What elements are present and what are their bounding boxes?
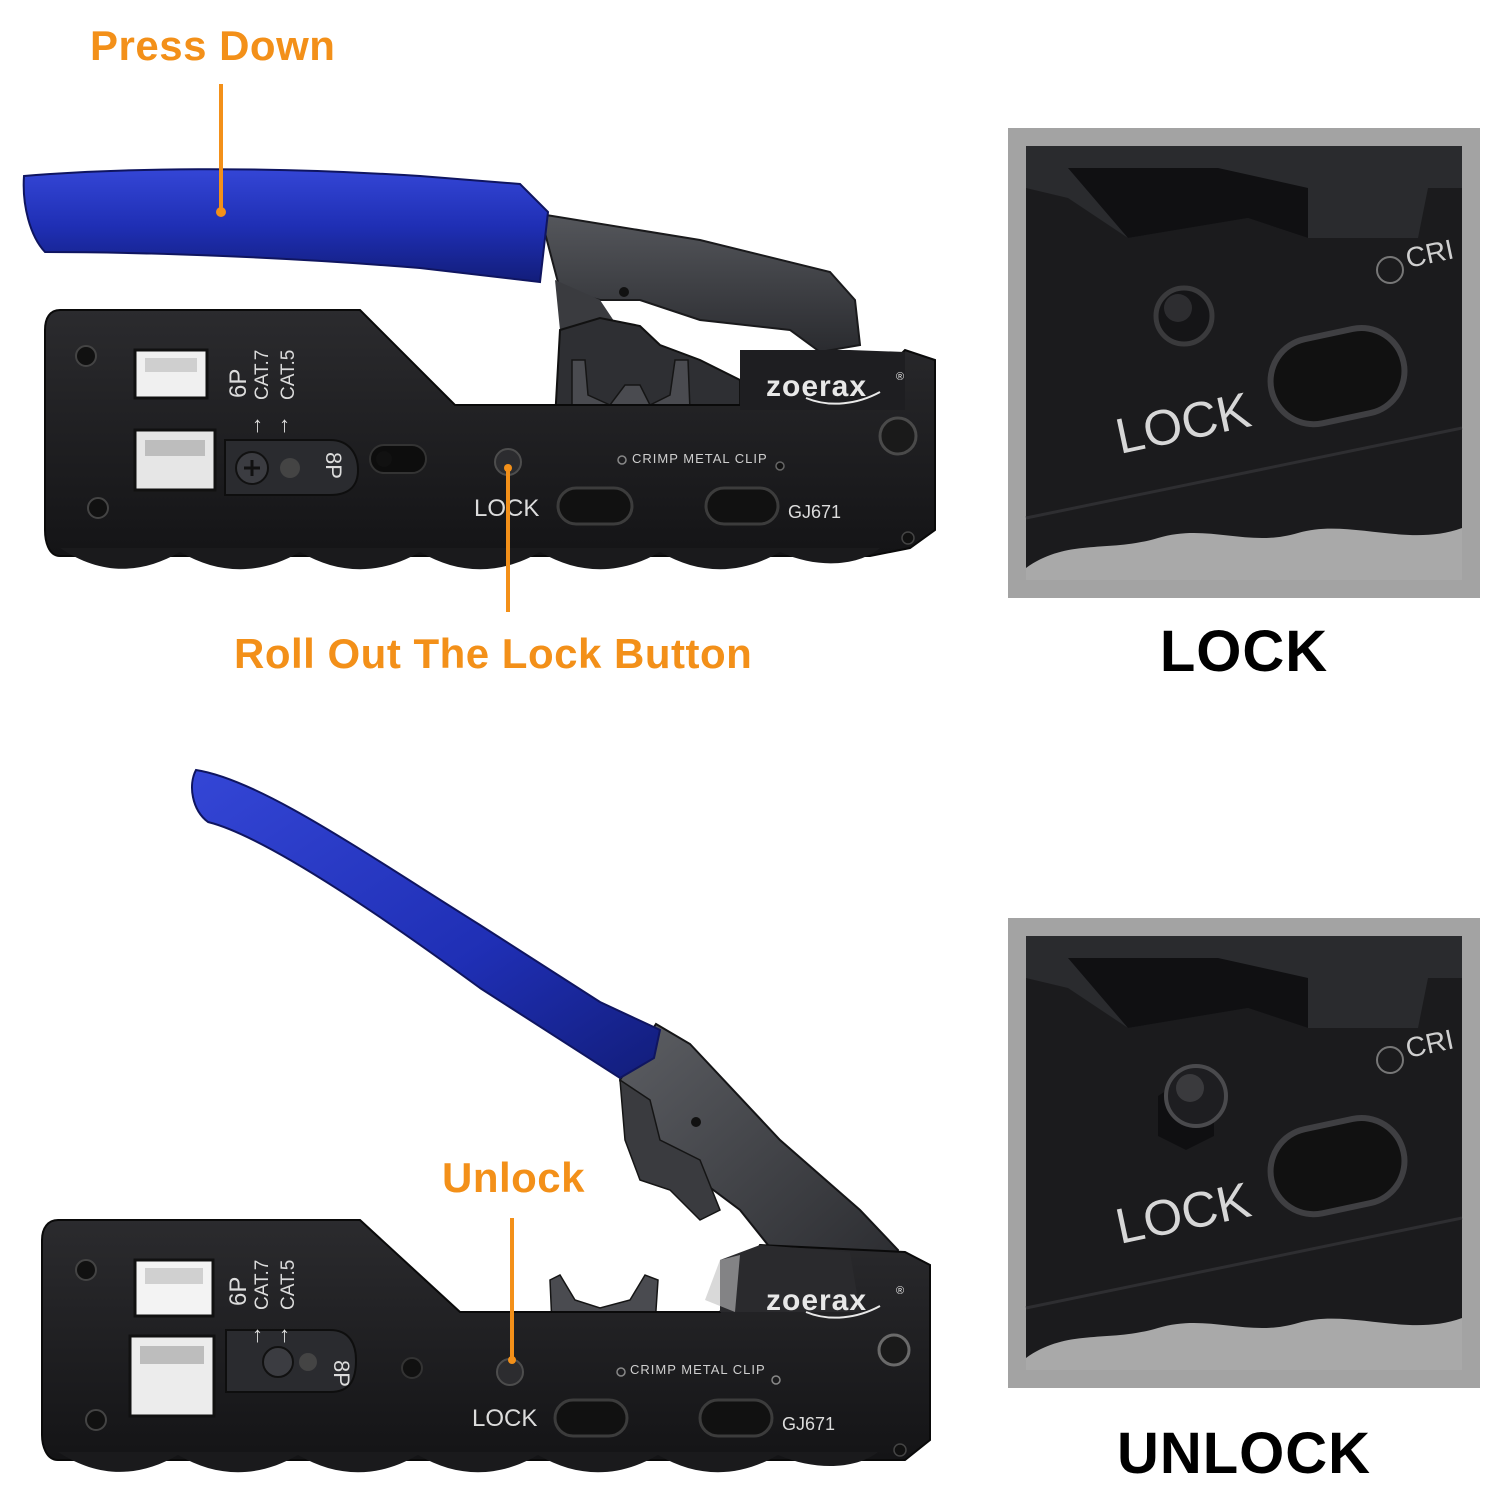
cat5-arrow: ↑ xyxy=(279,1322,290,1347)
handle-grip xyxy=(191,768,662,1080)
port-6p-label: 6P xyxy=(225,369,252,398)
port-8p-label: 8P xyxy=(321,452,346,479)
port-6p xyxy=(133,348,209,400)
cat7-label: CAT.7 xyxy=(252,350,273,400)
model-label: GJ671 xyxy=(788,502,841,522)
cat7-label: CAT.7 xyxy=(252,1260,273,1310)
tool-body xyxy=(41,1219,931,1461)
unlock-state-label: UNLOCK xyxy=(1116,1421,1372,1486)
cat5-label: CAT.5 xyxy=(278,1260,299,1310)
clip-label: CRIMP METAL CLIP xyxy=(630,1362,766,1377)
port-6p-label: 6P xyxy=(225,1277,252,1306)
lock-label: LOCK xyxy=(472,1405,537,1432)
cat7-arrow: ↑ xyxy=(252,1322,263,1347)
closeup-locked: LOCK CRI xyxy=(1008,128,1480,598)
brand-logo: zoerax xyxy=(766,1284,867,1317)
lock-state-label: LOCK xyxy=(1159,619,1329,684)
clip-label: CRIMP METAL CLIP xyxy=(632,451,768,466)
crimper-tool-unlocked: zoerax ® CRIMP METAL CLIP LOCK GJ671 6P … xyxy=(41,768,931,1473)
handle-grip xyxy=(22,168,550,284)
cat5-label: CAT.5 xyxy=(278,350,299,400)
unlock-callout: Unlock xyxy=(442,1154,586,1201)
cat5-arrow: ↑ xyxy=(279,412,290,437)
closeup-unlocked: LOCK CRI xyxy=(1008,918,1480,1388)
cat7-arrow: ↑ xyxy=(252,412,263,437)
roll-out-callout: Roll Out The Lock Button xyxy=(234,630,753,677)
brand-registered: ® xyxy=(896,371,904,383)
model-label: GJ671 xyxy=(782,1414,835,1434)
port-8p-label: 8P xyxy=(329,1360,354,1387)
brand-registered: ® xyxy=(896,1285,904,1297)
port-8p xyxy=(133,428,217,492)
press-down-callout: Press Down xyxy=(90,22,336,69)
crimper-tool-locked: zoerax ® CRIMP METAL CLIP LOCK GJ671 6P … xyxy=(22,84,936,612)
brand-logo: zoerax xyxy=(766,370,867,403)
